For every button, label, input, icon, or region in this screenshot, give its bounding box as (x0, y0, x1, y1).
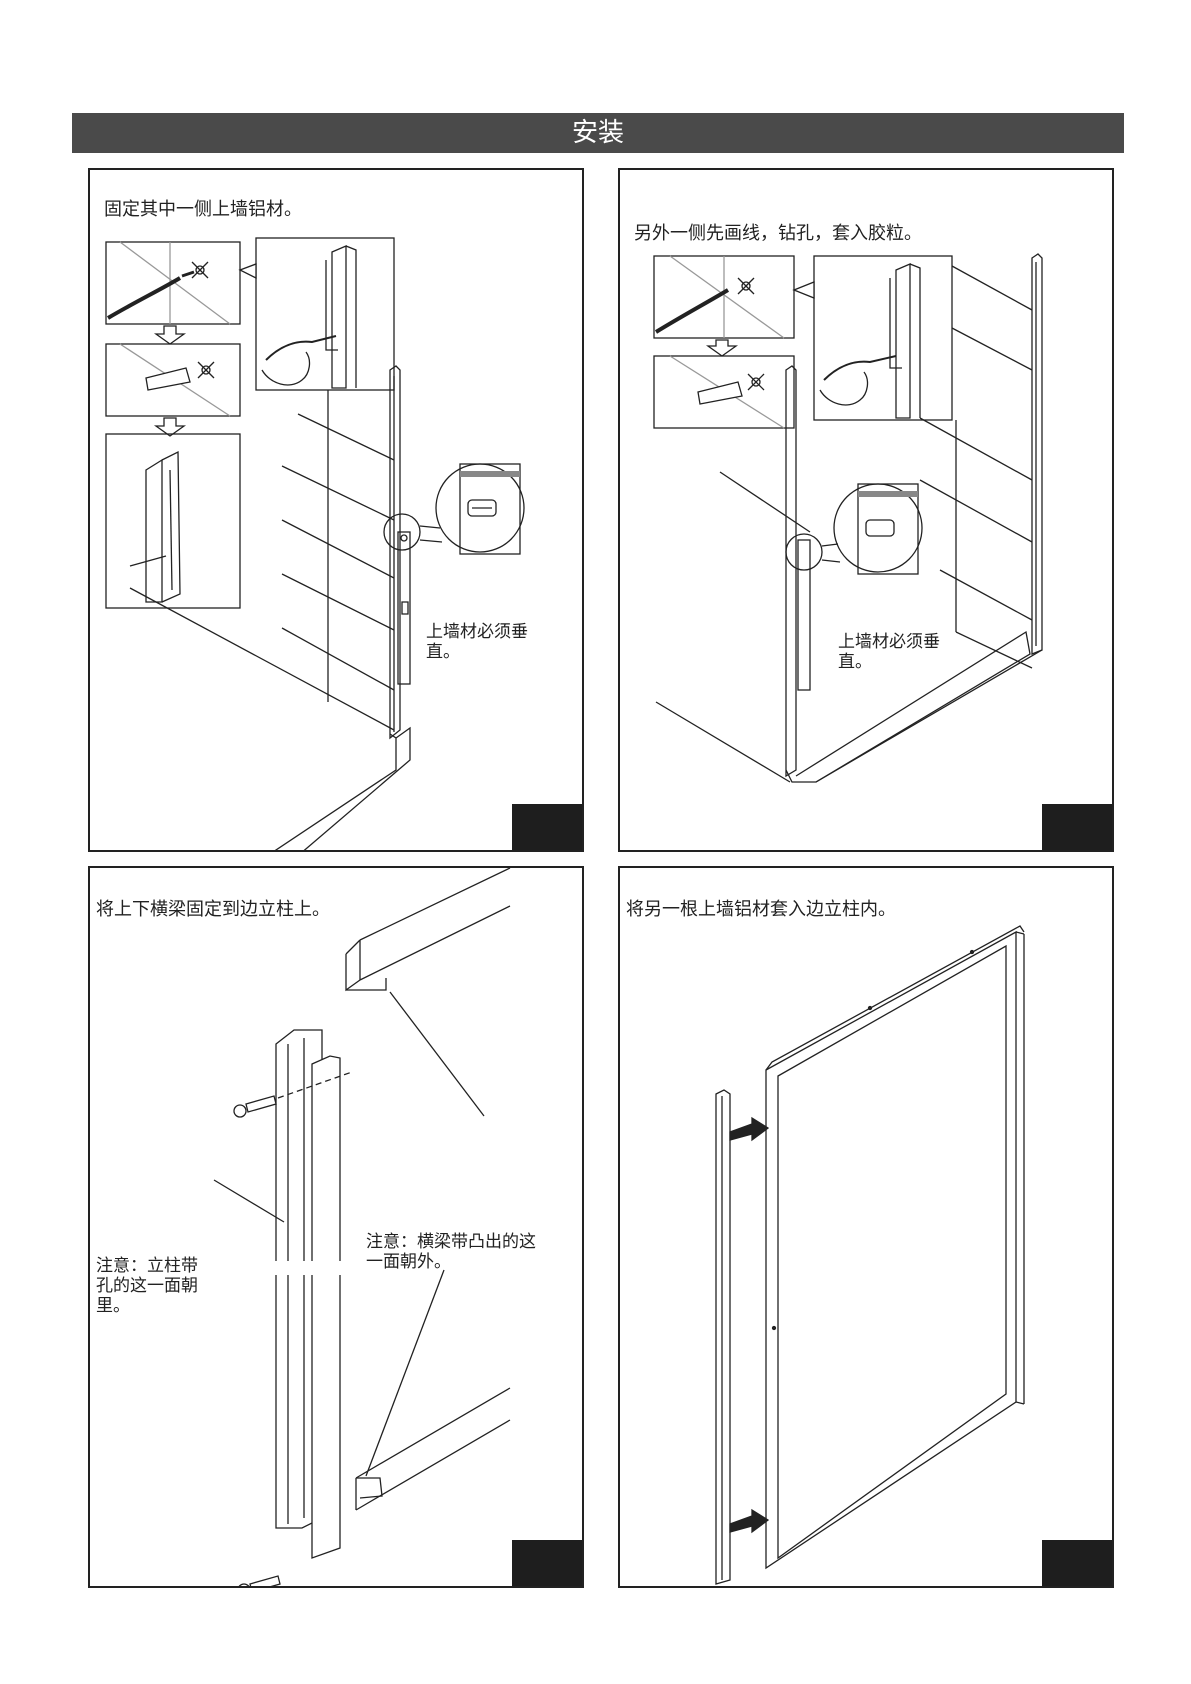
step-panel-1: 固定其中一侧上墙铝材。 (88, 168, 584, 852)
step-1-illustration (90, 170, 584, 852)
step-4-number-box (1042, 1540, 1112, 1586)
step-1-number-box (512, 804, 582, 850)
step-2-note: 上墙材必须垂 直。 (838, 632, 940, 672)
step-3-note-right: 注意：横梁带凸出的这 一面朝外。 (366, 1232, 536, 1272)
step-3-number-box (512, 1540, 582, 1586)
step-panel-2: 另外一侧先画线，钻孔，套入胶粒。 (618, 168, 1114, 852)
step-panel-3: 将上下横梁固定到边立柱上。 (88, 866, 584, 1588)
step-4-illustration (620, 868, 1114, 1588)
step-2-number-box (1042, 804, 1112, 850)
step-2-illustration (620, 170, 1114, 852)
section-header: 安装 (72, 113, 1124, 153)
step-panel-4: 将另一根上墙铝材套入边立柱内。 (618, 866, 1114, 1588)
step-3-note-left: 注意：立柱带 孔的这一面朝 里。 (96, 1256, 198, 1316)
step-1-note: 上墙材必须垂 直。 (426, 622, 528, 662)
step-3-illustration (90, 868, 584, 1588)
